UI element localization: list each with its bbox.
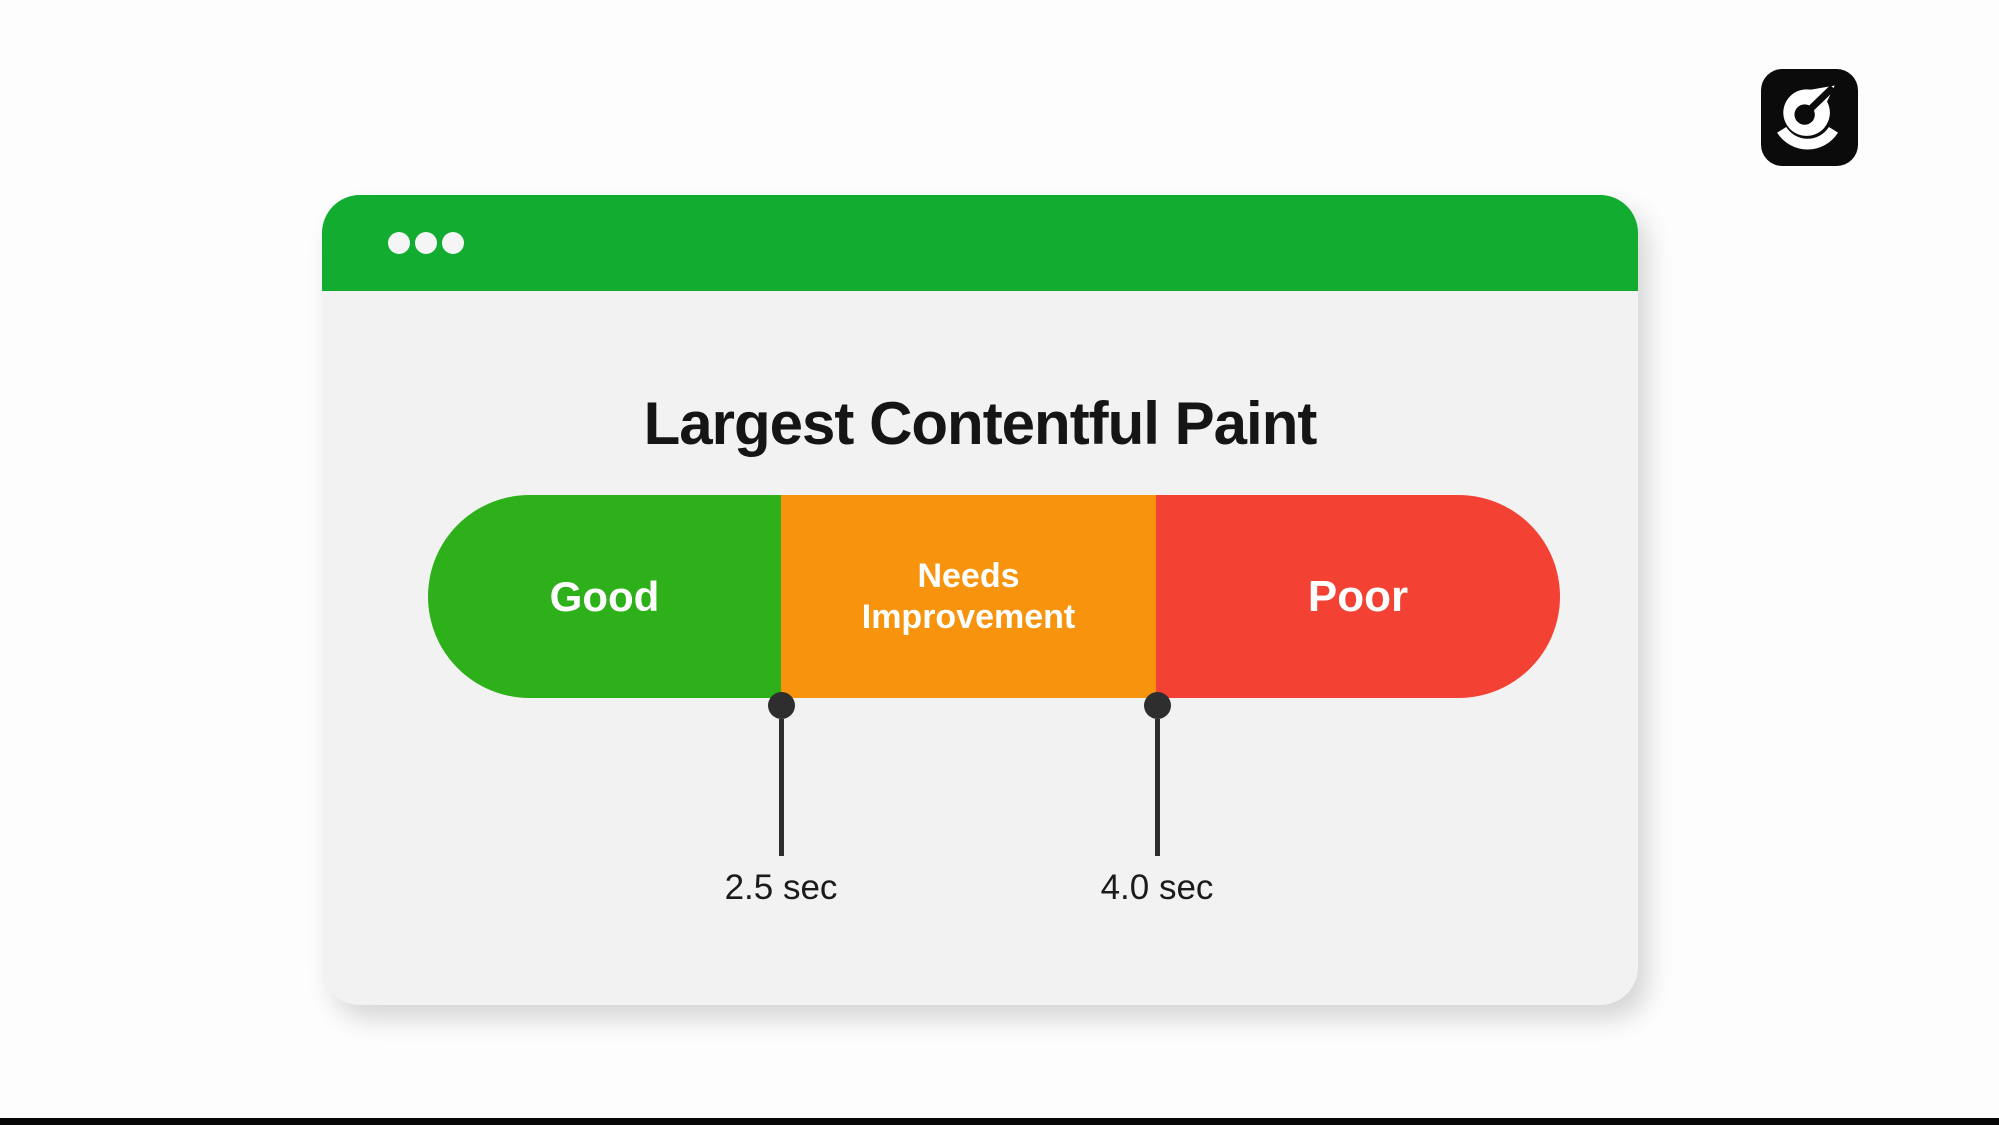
threshold-marker-4-0-sec: 4.0 sec (1082, 692, 1232, 908)
segment-poor-label: Poor (1307, 571, 1409, 621)
lcp-threshold-scale: Good Needs Improvement Poor (428, 495, 1560, 698)
segment-needs-improvement-label: Needs Improvement (861, 556, 1076, 636)
threshold-label: 4.0 sec (1100, 868, 1214, 907)
titlebar-dot-icon (415, 232, 437, 254)
segment-good-label: Good (549, 572, 660, 620)
segment-good: Good (428, 495, 781, 698)
page-title: Largest Contentful Paint (643, 390, 1318, 457)
threshold-label: 2.5 sec (724, 868, 838, 907)
gauge-g-logo-icon (1761, 69, 1858, 166)
segment-poor: Poor (1156, 495, 1560, 698)
threshold-marker-2-5-sec: 2.5 sec (706, 692, 856, 908)
marker-dot-icon (1143, 692, 1171, 719)
marker-line (778, 719, 784, 856)
segment-needs-improvement: Needs Improvement (781, 495, 1156, 698)
titlebar-dot-icon (388, 232, 410, 254)
browser-window: Largest Contentful Paint Good Needs Impr… (322, 195, 1638, 1005)
marker-line (1154, 719, 1160, 856)
brand-logo (1761, 68, 1858, 167)
browser-titlebar (322, 195, 1638, 291)
marker-dot-icon (767, 692, 795, 719)
bottom-bar (0, 1118, 1999, 1125)
titlebar-dot-icon (442, 232, 464, 254)
